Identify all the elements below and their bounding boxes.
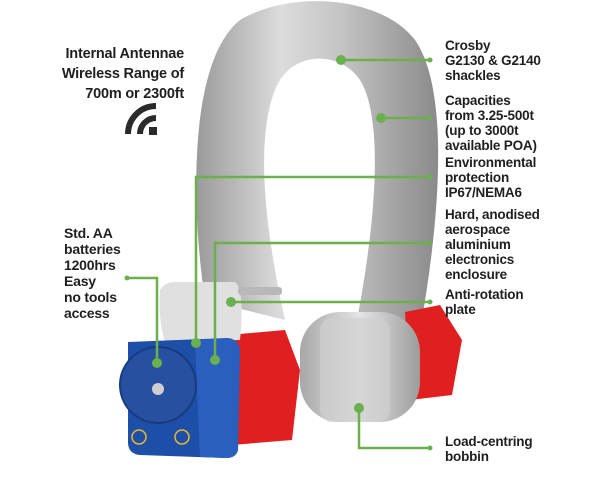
callout-text: Internal Antennae xyxy=(65,46,184,62)
callout-text: IP67/NEMA6 xyxy=(445,185,522,200)
callout-text: aerospace xyxy=(445,222,510,237)
callout-text: no tools xyxy=(64,289,117,305)
callout-text: Load-centring xyxy=(445,434,533,449)
callout-antenna: Internal Antennae Wireless Range of 700m… xyxy=(62,44,184,104)
callout-text: Crosby xyxy=(445,38,491,53)
callout-line-environmental xyxy=(194,175,430,343)
callout-battery: Std. AA batteries 1200hrs Easy no tools … xyxy=(64,225,121,321)
anti-rotation-plate xyxy=(159,282,242,342)
callout-text: shackles xyxy=(445,68,501,83)
callout-capacities: Capacities from 3.25-500t (up to 3000t a… xyxy=(445,93,537,153)
callout-text: batteries xyxy=(64,241,121,257)
callout-text: (up to 3000t xyxy=(445,123,519,138)
callout-text: bobbin xyxy=(445,449,489,464)
callout-text: Easy xyxy=(64,273,96,289)
callout-text: Wireless Range of xyxy=(61,66,184,82)
callout-text: Capacities xyxy=(445,93,511,108)
callout-bobbin: Load-centring bobbin xyxy=(445,434,533,464)
callout-text: available POA) xyxy=(445,138,537,153)
callout-text: plate xyxy=(445,302,476,317)
callout-text: 700m or 2300ft xyxy=(85,86,184,102)
left-nut xyxy=(228,330,300,445)
callout-text: 1200hrs xyxy=(64,257,116,273)
pin xyxy=(238,287,282,295)
callout-shackles: Crosby G2130 & G2140 shackles xyxy=(445,38,541,83)
callout-line-enclosure xyxy=(213,241,430,360)
callout-text: Hard, anodised xyxy=(445,207,540,222)
callout-enclosure: Hard, anodised aerospace aluminium elect… xyxy=(445,207,540,282)
callout-text: aluminium xyxy=(445,237,511,252)
callout-text: Anti-rotation xyxy=(445,287,524,302)
callout-lines xyxy=(127,58,430,450)
callout-text: from 3.25-500t xyxy=(445,108,534,123)
callout-environmental: Environmental protection IP67/NEMA6 xyxy=(445,155,536,200)
callout-dots xyxy=(124,55,433,451)
callout-text: G2130 & G2140 xyxy=(445,53,541,68)
callout-text: enclosure xyxy=(445,267,507,282)
callout-text: protection xyxy=(445,170,509,185)
callout-line-bobbin xyxy=(357,408,430,450)
callout-text: electronics xyxy=(445,252,515,267)
wifi-signal-icon xyxy=(125,103,157,135)
callout-text: Environmental xyxy=(445,155,537,170)
callout-text: access xyxy=(64,305,110,321)
callout-text: Std. AA xyxy=(64,225,113,241)
callout-anti-rotation: Anti-rotation plate xyxy=(445,287,524,317)
shackle-bow xyxy=(196,1,439,331)
callout-line-battery xyxy=(127,276,159,363)
